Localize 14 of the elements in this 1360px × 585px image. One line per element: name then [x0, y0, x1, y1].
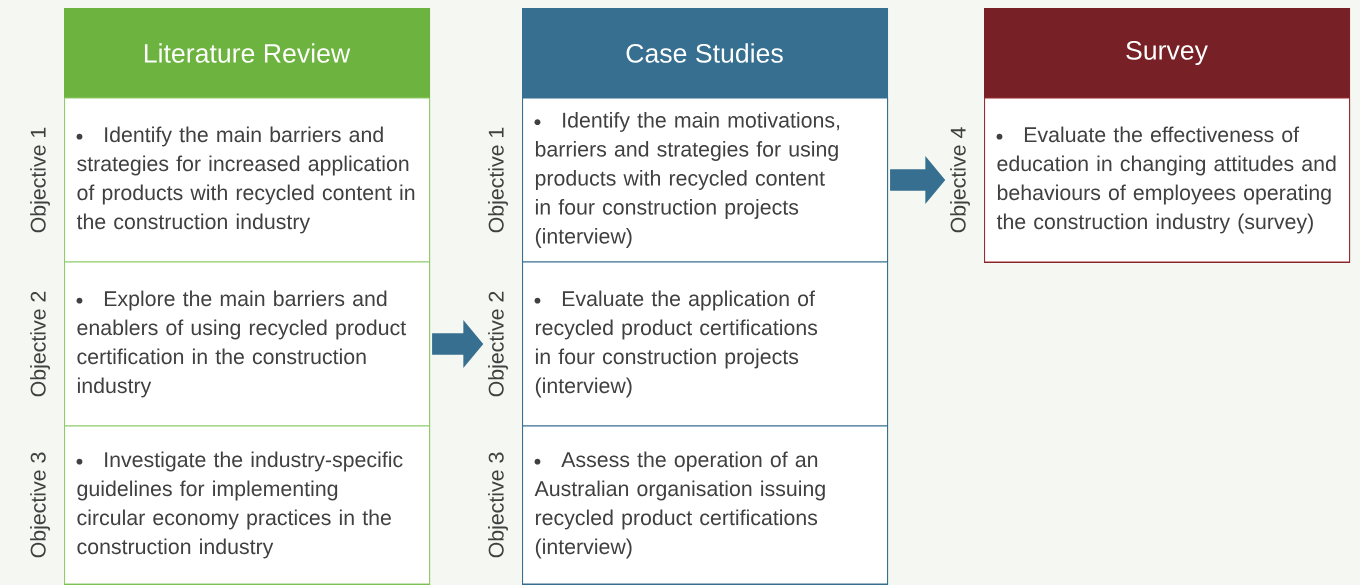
objective-cell: Explore the main barriers and enablers of using recycled product certification in the construction industry: [64, 261, 431, 427]
objective-cell: Identify the main barriers and strategies for increased application of products with recycled content in the construction industry: [64, 97, 431, 263]
objective-cell: Evaluate the effectiveness of education in changing attitudes and behaviours of employees operating the construction industry (survey): [984, 97, 1351, 263]
objective-label: Objective 2: [30, 291, 50, 397]
objective-label: Objective 3: [488, 452, 508, 558]
objective-label: Objective 1: [488, 127, 508, 233]
objective-label: Objective 3: [30, 452, 50, 558]
objective-cell: Investigate the industry-specific guidelines for implementing circular economy practices in the construction industry: [64, 425, 431, 585]
objective-label: Objective 2: [488, 291, 508, 397]
objective-label: Objective 4: [950, 127, 970, 233]
objective-cell: Assess the operation of an Australian organisation issuing recycled product certifications (interview): [522, 425, 889, 585]
objective-cell: Evaluate the application of recycled product certifications in four construction projects (interview): [522, 261, 889, 427]
objective-cell: Identify the main motivations, barriers and strategies for using products with recycled content in four construction projects (interview): [522, 97, 889, 263]
objective-label: Objective 1: [30, 127, 50, 233]
